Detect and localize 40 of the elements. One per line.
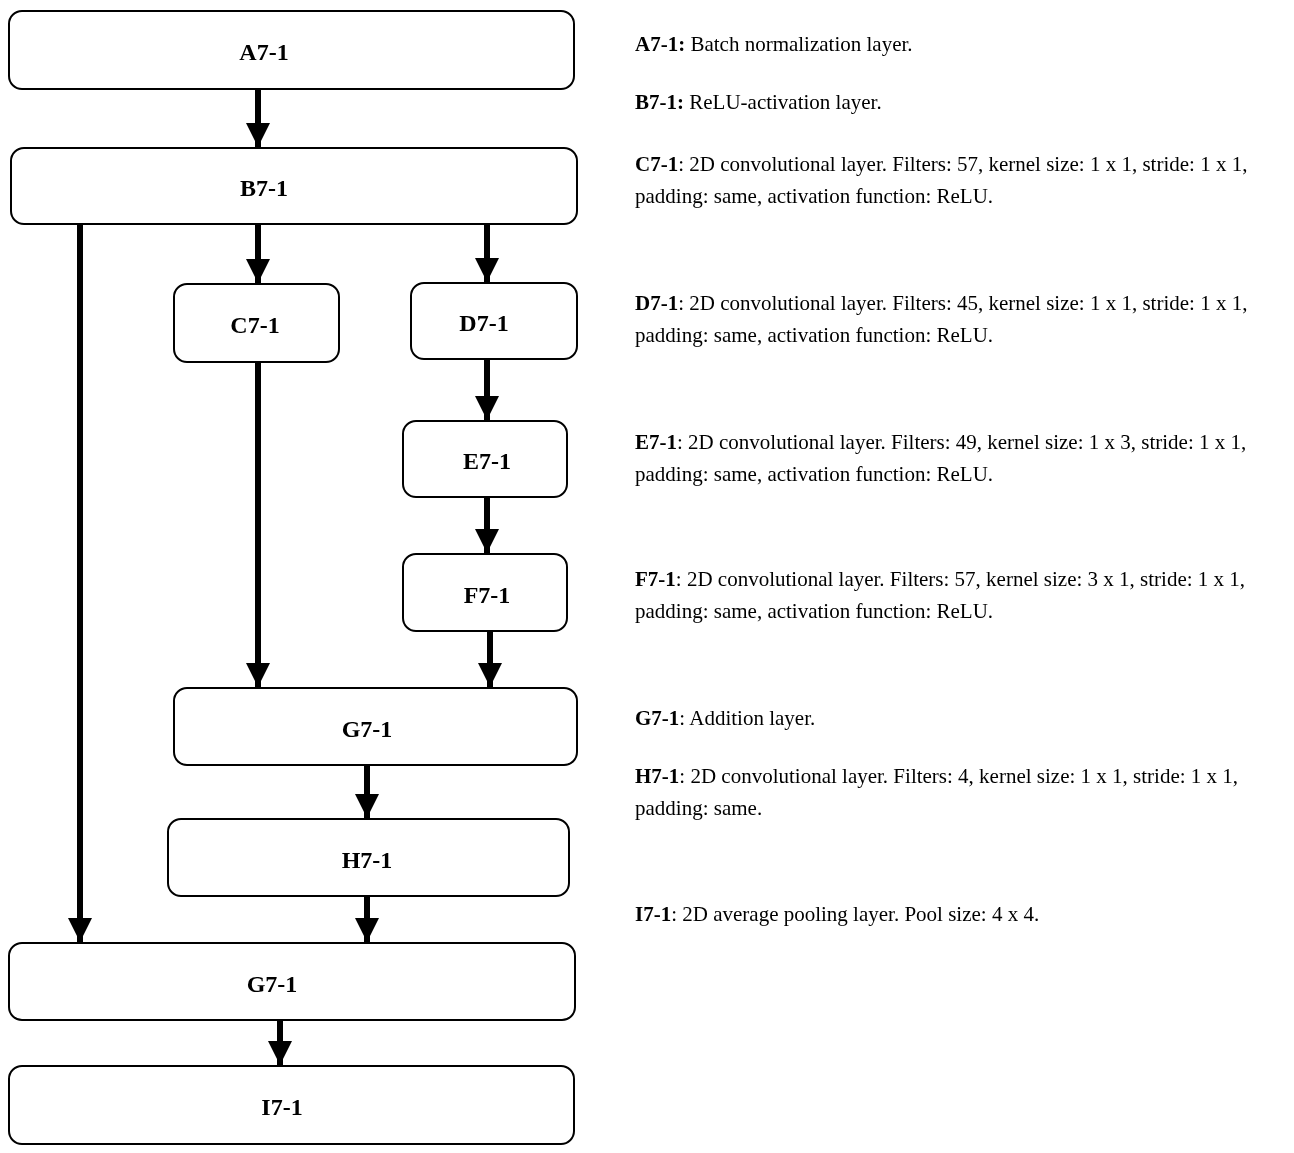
layer-box	[410, 282, 578, 360]
layer-description: A7-1: Batch normalization layer.	[635, 31, 914, 58]
layer-label: H7-1	[341, 846, 393, 873]
arrow	[246, 90, 270, 147]
layer-description: G7-1: Addition layer.	[635, 705, 817, 732]
arrow	[355, 766, 379, 818]
layer-box	[10, 147, 578, 225]
layer-label: B7-1	[240, 174, 288, 202]
arrow	[475, 225, 499, 282]
layer-description: C7-1: 2D convolutional layer. Filters: 57, kernel size: 1 x 1, stride: 1 x 1, padding: same, activation function: ReLU.	[635, 151, 1249, 210]
layer-description: H7-1: 2D convolutional layer. Filters: 4, kernel size: 1 x 1, stride: 1 x 1, padding: same.	[635, 763, 1240, 822]
layer-box	[8, 942, 576, 1021]
layer-label: G7-1	[246, 970, 298, 997]
arrow	[355, 897, 379, 942]
arrow	[268, 1021, 292, 1065]
layer-label: F7-1	[463, 581, 511, 608]
layer-description: I7-1: 2D average pooling layer. Pool size: 4 x 4.	[635, 901, 1041, 928]
layer-label: D7-1	[459, 309, 509, 337]
layer-description: E7-1: 2D convolutional layer. Filters: 49, kernel size: 1 x 3, stride: 1 x 1, padding: same, activation function: ReLU.	[635, 429, 1248, 488]
layer-description: F7-1: 2D convolutional layer. Filters: 57, kernel size: 3 x 1, stride: 1 x 1, padding: same, activation function: ReLU.	[635, 566, 1247, 625]
layer-box	[173, 687, 578, 766]
arrow	[475, 498, 499, 553]
layer-box	[167, 818, 570, 897]
arrow	[475, 360, 499, 420]
layer-label: I7-1	[261, 1093, 303, 1121]
layer-box	[8, 1065, 575, 1145]
layer-box	[173, 283, 340, 363]
arrow	[246, 363, 270, 687]
layer-box	[8, 10, 575, 90]
layer-description: B7-1: ReLU-activation layer.	[635, 89, 883, 116]
layer-label: A7-1	[239, 38, 289, 66]
layer-label: C7-1	[230, 311, 280, 339]
layer-box	[402, 420, 568, 498]
layer-label: G7-1	[341, 715, 393, 742]
layer-box	[402, 553, 568, 632]
layer-label: E7-1	[463, 447, 511, 475]
arrow	[68, 225, 92, 942]
arrow	[478, 632, 502, 687]
arrow	[246, 225, 270, 283]
layer-description: D7-1: 2D convolutional layer. Filters: 45, kernel size: 1 x 1, stride: 1 x 1, padding: same, activation function: ReLU.	[635, 290, 1249, 349]
